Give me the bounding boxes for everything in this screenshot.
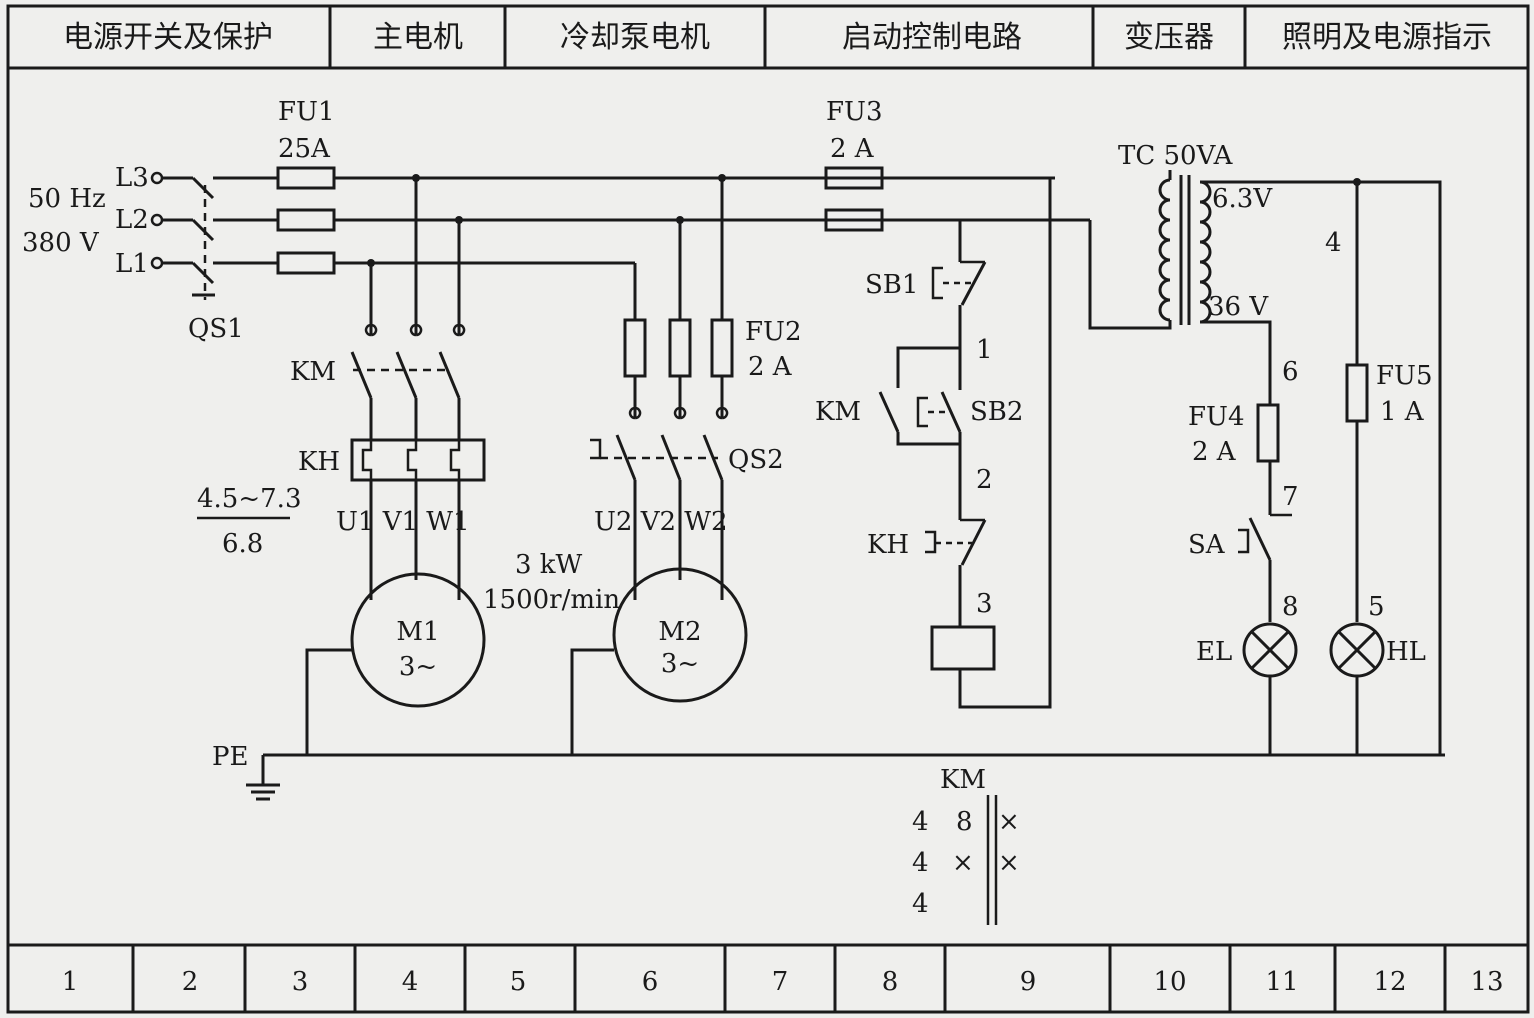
protective-earth: PE (212, 742, 1445, 801)
zone-12: 12 (1373, 967, 1406, 997)
fu5-name: FU5 (1376, 361, 1433, 391)
m2-terminals: U2 V2 W2 (594, 507, 728, 537)
m1-phase: 3~ (399, 652, 437, 682)
node-4: 4 (1325, 228, 1342, 258)
qs1-label: QS1 (188, 314, 244, 344)
node-1: 1 (976, 335, 993, 365)
el-label: EL (1196, 637, 1232, 667)
m2-speed: 1500r/min (483, 585, 620, 615)
zone-3: 3 (292, 967, 309, 997)
phase-l3-label: L3 (115, 163, 149, 193)
header-power-switch: 电源开关及保护 (63, 20, 273, 55)
m2-phase: 3~ (661, 649, 699, 679)
header-main-motor: 主电机 (373, 20, 463, 55)
km-coil (930, 625, 996, 671)
zone-5: 5 (510, 967, 527, 997)
zone-7: 7 (772, 967, 789, 997)
node-3: 3 (976, 589, 993, 619)
zone-13: 13 (1470, 967, 1503, 997)
node-7: 7 (1282, 482, 1299, 512)
m1-terminals: U1 V1 W1 (336, 507, 470, 537)
kh-setting-range: 4.5~7.3 (197, 484, 301, 514)
m2-name: M2 (658, 617, 701, 647)
control-circuit: SB1 1 KM SB2 2 KH 3 KM 4 8 × 4 (815, 176, 1052, 925)
kh-main-label: KH (298, 447, 340, 477)
fu2-name: FU2 (745, 317, 802, 347)
phase-l1-label: L1 (115, 249, 149, 279)
zone-10: 10 (1153, 967, 1186, 997)
tc-label: TC 50VA (1118, 141, 1234, 171)
motor-m1 (350, 572, 486, 708)
supply-voltage: 380 V (22, 228, 100, 258)
xref-r2-c3: × (998, 848, 1020, 878)
zone-9: 9 (1020, 967, 1037, 997)
xref-r1-c2: 8 (956, 807, 973, 837)
header-start-control: 启动控制电路 (842, 20, 1022, 55)
fu4-name: FU4 (1188, 402, 1245, 432)
fu4-rating: 2 A (1192, 437, 1237, 467)
node-2: 2 (976, 465, 993, 495)
m2-power: 3 kW (515, 550, 583, 580)
m1-name: M1 (396, 617, 439, 647)
kh-contact-label: KH (867, 530, 909, 560)
transformer-tc: TC 50VA 6.3V 36 V 4 (1088, 141, 1442, 755)
tc-secondary-36v: 36 V (1208, 292, 1269, 322)
kh-overload-block (350, 438, 486, 482)
sb1-label: SB1 (865, 270, 918, 300)
fu2-rating: 2 A (748, 352, 793, 382)
fu1-name: FU1 (278, 97, 335, 127)
km-main-label: KM (290, 357, 336, 387)
pe-label: PE (212, 742, 248, 772)
header-lighting: 照明及电源指示 (1282, 20, 1492, 55)
fu5-rating: 1 A (1380, 397, 1425, 427)
kh-setting-value: 6.8 (222, 529, 263, 559)
zone-11: 11 (1265, 967, 1298, 997)
km-hold-label: KM (815, 397, 861, 427)
hl-label: HL (1386, 637, 1426, 667)
header-strip: 电源开关及保护 主电机 冷却泵电机 启动控制电路 变压器 照明及电源指示 (8, 6, 1528, 70)
sheet-frame (6, 4, 1530, 1014)
qs2-label: QS2 (728, 445, 784, 475)
node-5: 5 (1368, 592, 1385, 622)
zone-2: 2 (182, 967, 199, 997)
node-6: 6 (1282, 357, 1299, 387)
xref-r2-c2: × (952, 848, 974, 878)
xref-r1-c1: 4 (912, 807, 929, 837)
zone-6: 6 (642, 967, 659, 997)
sb2-label: SB2 (970, 397, 1023, 427)
header-pump-motor: 冷却泵电机 (560, 20, 710, 55)
xref-r1-c3: × (998, 807, 1020, 837)
fu1-rating: 25A (278, 134, 331, 164)
main-motor-circuit: KM KH 4.5~7.3 6.8 U1 V1 W1 M1 3~ (197, 178, 486, 755)
lighting-circuit: 6 FU4 2 A 7 SA 8 EL FU5 1 A 5 HL (1188, 357, 1433, 755)
motor-m2 (612, 567, 748, 703)
fu3-rating: 2 A (830, 134, 875, 164)
xref-r3-c1: 4 (912, 889, 929, 919)
zone-8: 8 (882, 967, 899, 997)
footer-strip: 1 2 3 4 5 6 7 8 9 10 11 12 13 (8, 943, 1528, 1012)
sa-label: SA (1188, 530, 1226, 560)
header-transformer: 变压器 (1124, 20, 1214, 55)
pump-motor-circuit: FU2 2 A QS2 U2 V2 W2 3 kW 1500r/min M2 3… (483, 178, 802, 755)
tc-secondary-6v3: 6.3V (1212, 184, 1273, 214)
xref-r2-c1: 4 (912, 848, 929, 878)
supply-frequency: 50 Hz (28, 184, 106, 214)
power-supply: 50 Hz 380 V L3 L2 L1 QS1 (22, 163, 278, 344)
zone-4: 4 (402, 967, 419, 997)
km-xref-title: KM (940, 765, 986, 795)
node-8: 8 (1282, 592, 1299, 622)
phase-l2-label: L2 (115, 205, 149, 235)
fuse-fu1: FU1 25A (276, 97, 336, 275)
zone-1: 1 (62, 967, 79, 997)
fu3-name: FU3 (826, 97, 883, 127)
